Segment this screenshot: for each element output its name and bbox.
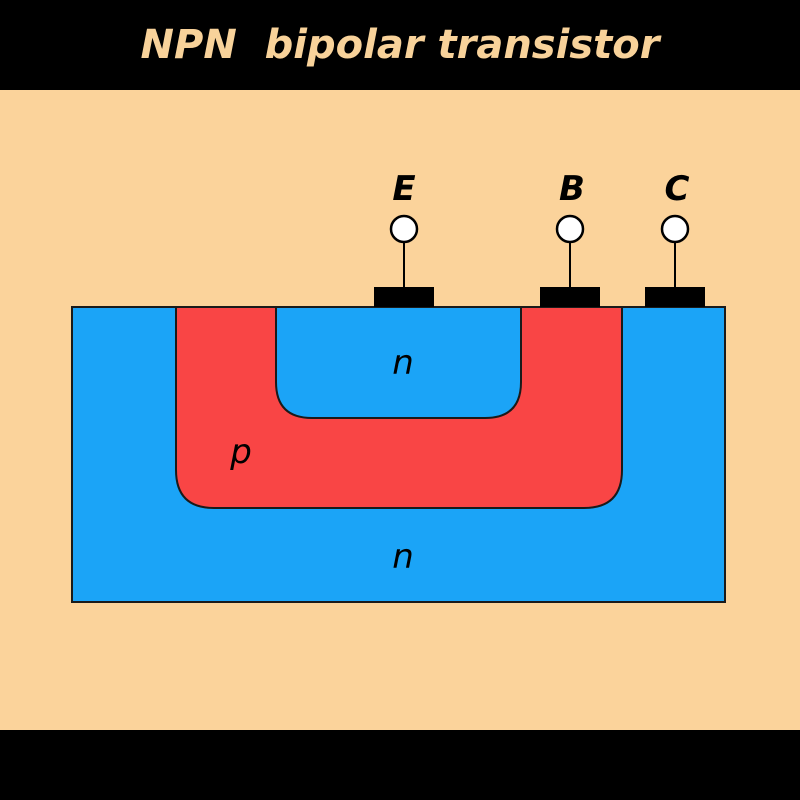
diagram-canvas: E B C n p n [0, 90, 800, 730]
emitter-region-label: n [392, 343, 414, 383]
transistor-diagram: E B C n p n [71, 169, 726, 603]
bottom-bar [0, 730, 800, 800]
emitter-n-region [275, 306, 522, 419]
page-title: NPN bipolar transistor [140, 22, 660, 68]
collector-label: C [665, 169, 690, 209]
base-contact [540, 287, 600, 307]
collector-region-label: n [392, 537, 414, 577]
emitter-label: E [392, 169, 415, 209]
collector-terminal-icon [660, 214, 690, 244]
base-region-label: p [229, 432, 252, 472]
emitter-terminal-icon [389, 214, 419, 244]
emitter-contact [374, 287, 434, 307]
base-label: B [559, 169, 585, 209]
collector-contact [645, 287, 705, 307]
base-terminal-icon [555, 214, 585, 244]
title-bar: NPN bipolar transistor [0, 0, 800, 90]
